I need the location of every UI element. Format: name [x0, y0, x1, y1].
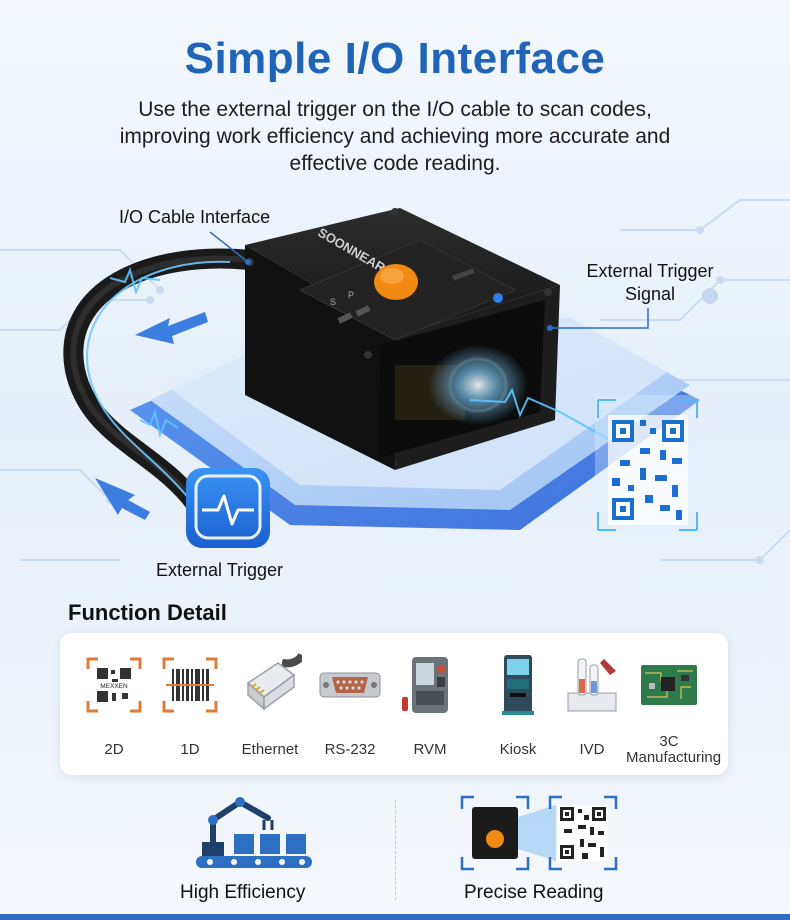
page-title: Simple I/O Interface	[184, 34, 606, 83]
function-item-ethernet: Ethernet	[230, 652, 310, 758]
function-item-3c-manufacturing: 3C Manufacturing	[626, 653, 722, 766]
scanner-device: S P SOONNEAR	[245, 208, 560, 470]
function-item-ivd: IVD	[552, 653, 632, 758]
page-subtitle: Use the external trigger on the I/O cabl…	[119, 98, 671, 175]
kiosk-icon	[502, 655, 534, 715]
callout-external-trigger: External Trigger	[156, 560, 284, 580]
feature-label-high-efficiency: High Efficiency	[180, 882, 306, 903]
arrow-down-right	[95, 478, 150, 520]
function-label-1d: 1D	[180, 741, 200, 758]
function-detail-card: MEXXEN 2D 1D Ethernet	[60, 633, 728, 775]
qr-code-icon: MEXXEN	[86, 657, 142, 713]
callout-trigger-signal-line2: Signal	[624, 284, 676, 304]
lab-test-tube-icon	[567, 658, 617, 712]
feature-label-precise-reading: Precise Reading	[464, 882, 604, 903]
qr-icon-text: MEXXEN	[100, 683, 128, 690]
function-label-rs232: RS-232	[324, 741, 376, 758]
ethernet-connector-icon	[246, 652, 306, 711]
function-label-3c-manufacturing: 3C Manufacturing	[626, 733, 722, 766]
callout-trigger-signal-line1: External Trigger	[586, 261, 714, 281]
scanner-illustration: S P SOONNEAR	[0, 199, 790, 564]
bottom-accent-bar	[0, 914, 790, 920]
function-label-3c: 3C	[659, 733, 679, 750]
serial-port-icon	[319, 672, 381, 698]
led-label-p: P	[348, 290, 354, 300]
barcode-icon	[162, 657, 218, 713]
function-item-kiosk: Kiosk	[478, 653, 558, 758]
function-label-ethernet: Ethernet	[241, 741, 299, 758]
function-item-1d: 1D	[150, 653, 230, 758]
function-label-2d: 2D	[104, 741, 124, 758]
robot-arm-conveyor-icon	[196, 797, 312, 868]
function-label-ivd: IVD	[579, 741, 605, 758]
feature-divider	[395, 800, 396, 900]
vending-machine-icon	[402, 657, 448, 713]
callout-io-cable: I/O Cable Interface	[119, 207, 271, 227]
function-label-rvm: RVM	[413, 741, 447, 758]
led-label-s: S	[330, 297, 336, 307]
circuit-board-icon	[641, 665, 697, 705]
function-item-rs232: RS-232	[310, 653, 390, 758]
function-detail-heading: Function Detail	[68, 600, 227, 625]
qr-code-target	[595, 395, 700, 535]
function-item-2d: MEXXEN 2D	[74, 653, 154, 758]
scanner-reading-qr-icon	[460, 795, 618, 871]
external-trigger-icon	[186, 468, 270, 548]
arrow-left	[135, 312, 208, 344]
callout-trigger-signal: External Trigger Signal	[575, 260, 725, 306]
function-label-kiosk: Kiosk	[499, 741, 537, 758]
function-label-manufacturing: Manufacturing	[626, 749, 722, 766]
function-item-rvm: RVM	[390, 653, 470, 758]
